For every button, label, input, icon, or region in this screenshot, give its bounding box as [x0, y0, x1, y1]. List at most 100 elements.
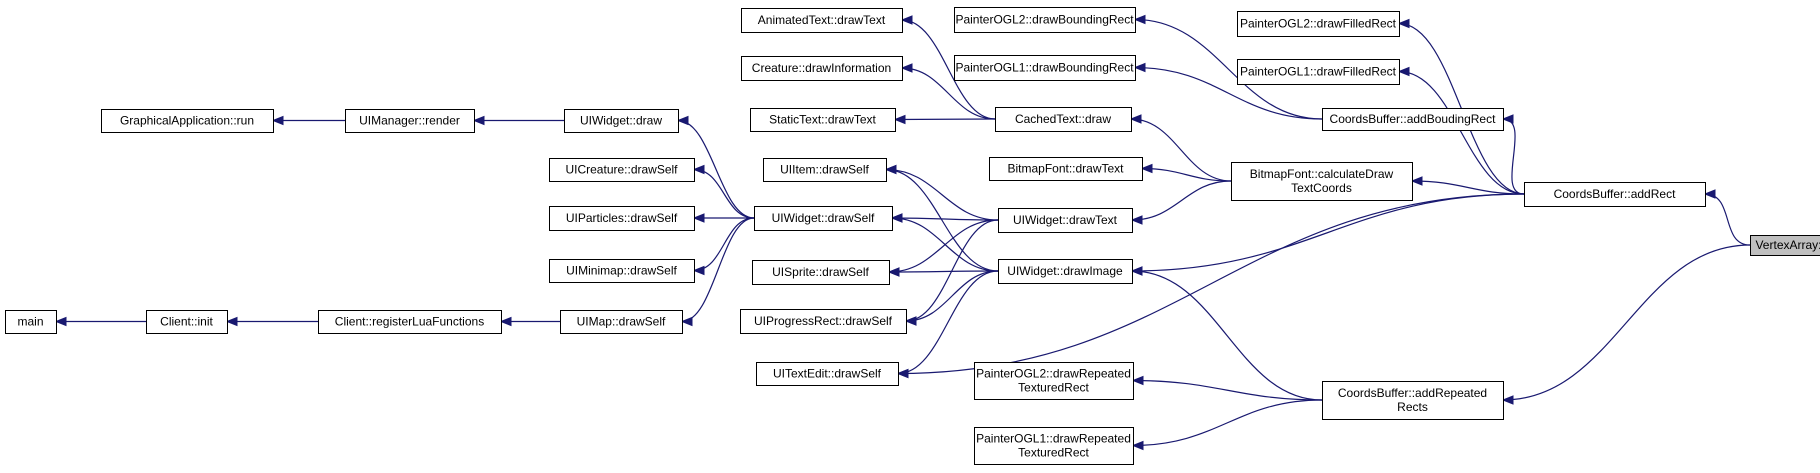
node-p2-bounding[interactable]: PainterOGL2::drawBoundingRect	[954, 7, 1136, 33]
node-label: UIWidget::drawSelf	[772, 211, 875, 225]
edge-line	[1134, 18, 1323, 120]
node-p1-bounding[interactable]: PainterOGL1::drawBoundingRect	[954, 55, 1136, 81]
node-box	[1750, 235, 1820, 256]
node-uisprite[interactable]: UISprite::drawSelf	[752, 260, 890, 285]
arrowhead	[1397, 18, 1410, 29]
node-animated[interactable]: AnimatedText::drawText	[741, 8, 903, 33]
arrowhead	[692, 265, 705, 276]
arrowhead	[692, 213, 705, 223]
node-box	[998, 208, 1133, 233]
edge-line	[897, 270, 999, 375]
edge-cb_addrepeated-to-va_addrect	[1501, 244, 1751, 405]
node-p2-filled[interactable]: PainterOGL2::drawFilledRect	[1237, 11, 1400, 37]
edge-creature_info-to-cached_draw	[900, 63, 996, 120]
node-label: UIWidget::draw	[580, 114, 662, 128]
edge-line	[1502, 118, 1525, 195]
node-box	[1322, 108, 1504, 131]
node-box	[754, 206, 893, 231]
node-uimgr-render[interactable]: UIManager::render	[345, 109, 475, 133]
node-box	[752, 260, 890, 285]
node-uicreature[interactable]: UICreature::drawSelf	[549, 158, 695, 182]
edge-line	[693, 168, 755, 219]
node-statictext[interactable]: StaticText::drawText	[750, 108, 896, 132]
node-uiparticles[interactable]: UIParticles::drawSelf	[549, 206, 695, 231]
arrowhead	[1131, 375, 1144, 386]
node-label: CachedText::draw	[1015, 112, 1111, 126]
node-box	[989, 157, 1143, 181]
node-box	[741, 8, 903, 33]
node-box	[1237, 59, 1400, 85]
arrowhead	[1501, 395, 1514, 405]
node-box	[549, 206, 695, 231]
node-uimap[interactable]: UIMap::drawSelf	[560, 310, 683, 334]
node-cb-addbouding[interactable]: CoordsBuffer::addBoudingRect	[1322, 108, 1504, 131]
arrowhead	[1129, 114, 1142, 124]
node-box	[995, 107, 1132, 132]
node-client-init[interactable]: Client::init	[146, 310, 228, 334]
node-main[interactable]: main	[5, 310, 57, 334]
edge-uiparticles-to-uiw_drawself	[692, 213, 754, 223]
node-uiw-drawtext[interactable]: UIWidget::drawText	[998, 208, 1133, 233]
edge-line	[1131, 270, 1323, 401]
node-uiprogress[interactable]: UIProgressRect::drawSelf	[740, 309, 907, 334]
node-uiw-draw[interactable]: UIWidget::draw	[564, 109, 679, 133]
arrowhead	[896, 368, 909, 379]
node-creature-info[interactable]: Creature::drawInformation	[741, 56, 903, 81]
nodes-layer: VertexArray::addRect CoordsBuffer::addRec…	[5, 7, 1820, 465]
arrowhead	[1140, 163, 1153, 174]
node-box	[549, 158, 695, 182]
edge-uimgr_render-to-uiw_draw	[472, 115, 564, 126]
edge-client_reglua-to-uimap	[499, 316, 560, 327]
node-cached-draw[interactable]: CachedText::draw	[995, 107, 1132, 132]
edge-uisprite-to-uiw_drawtext	[887, 219, 999, 277]
edge-line	[905, 219, 999, 322]
node-label: UIProgressRect::drawSelf	[754, 314, 893, 328]
node-p1-filled[interactable]: PainterOGL1::drawFilledRect	[1237, 59, 1400, 85]
edges-layer	[54, 14, 1751, 451]
arrowhead	[499, 316, 512, 327]
node-label: UISprite::drawSelf	[772, 265, 869, 279]
node-label: StaticText::drawText	[769, 113, 876, 127]
node-uiitem[interactable]: UIItem::drawSelf	[763, 158, 887, 182]
node-uitextedit[interactable]: UITextEdit::drawSelf	[756, 362, 899, 386]
node-ga-run[interactable]: GraphicalApplication::run	[101, 109, 274, 133]
node-uiw-drawself[interactable]: UIWidget::drawSelf	[754, 206, 893, 231]
node-box	[756, 362, 899, 386]
edge-uiw_drawtext-to-bf_calc	[1130, 180, 1232, 225]
arrowhead	[900, 15, 913, 25]
node-label: UIItem::drawSelf	[780, 163, 869, 177]
node-uiw-drawimage[interactable]: UIWidget::drawImage	[998, 259, 1133, 284]
node-label: CoordsBuffer::addRect	[1554, 187, 1677, 201]
node-label: CoordsBuffer::addBoudingRect	[1330, 112, 1497, 126]
node-client-reglua[interactable]: Client::registerLuaFunctions	[318, 310, 502, 334]
node-label: PainterOGL1::drawBoundingRect	[955, 61, 1134, 75]
edge-line	[888, 270, 999, 273]
node-box	[741, 56, 903, 81]
arrowhead	[900, 63, 913, 73]
node-box	[345, 109, 475, 133]
node-box	[763, 158, 887, 182]
arrowhead	[676, 115, 689, 126]
node-va-addrect[interactable]: VertexArray::addRect	[1750, 235, 1820, 256]
edge-p1_filled-to-cb_addrect	[1397, 66, 1525, 195]
node-label: Client::init	[160, 315, 213, 329]
edge-line	[1131, 180, 1232, 221]
node-label: UITextEdit::drawSelf	[773, 367, 882, 381]
node-label: UIWidget::drawImage	[1007, 264, 1123, 278]
node-uiminimap[interactable]: UIMinimap::drawSelf	[549, 259, 695, 283]
node-cb-addrect[interactable]: CoordsBuffer::addRect	[1524, 182, 1706, 207]
arrowhead	[904, 316, 917, 326]
edge-bf_drawtext-to-bf_calc	[1140, 163, 1232, 182]
node-bf-drawtext[interactable]: BitmapFont::drawText	[989, 157, 1143, 181]
node-label: GraphicalApplication::run	[120, 114, 254, 128]
edge-uiw_drawimage-to-cb_addrect	[1130, 193, 1525, 276]
arrowhead	[887, 267, 900, 277]
edge-line	[1130, 118, 1232, 182]
arrowhead	[893, 114, 906, 125]
edge-p2_repeated-to-cb_addrepeated	[1131, 375, 1323, 401]
node-box	[549, 259, 695, 283]
